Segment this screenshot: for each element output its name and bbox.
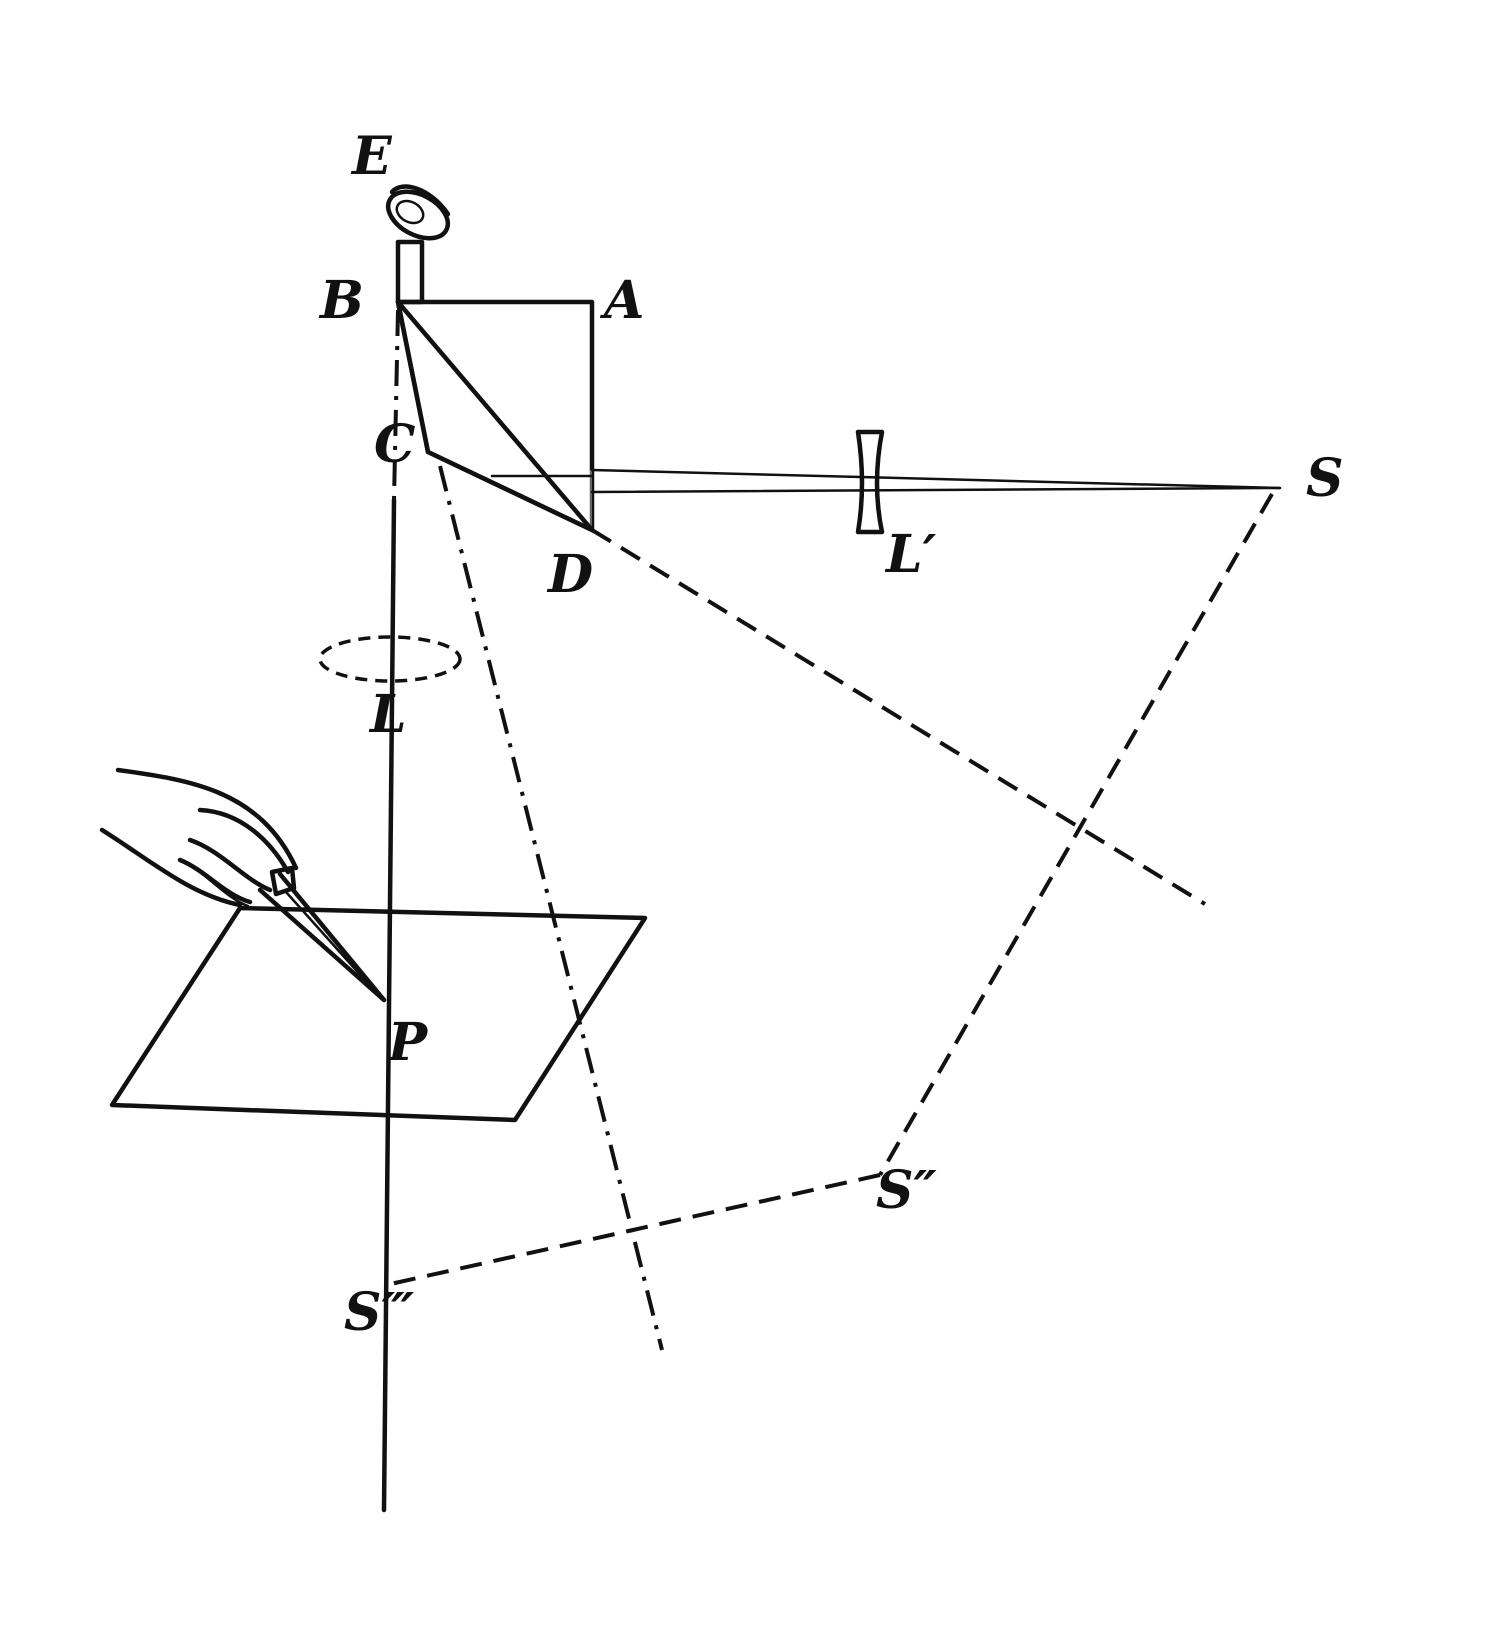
label-c: C <box>374 414 415 475</box>
prism-face-c-d <box>425 449 595 533</box>
finger-3 <box>177 857 253 905</box>
axis-dashed-upper <box>392 309 400 501</box>
prism-inner-face <box>395 299 595 533</box>
lens-l-prime-shape <box>855 429 885 535</box>
line-c-extension <box>438 465 664 1351</box>
line-s-to-s-double <box>878 493 1274 1176</box>
label-d: D <box>546 544 593 605</box>
label-e: E <box>350 126 393 187</box>
hand-back <box>115 767 299 871</box>
prism <box>395 299 595 533</box>
light-path-from-s <box>490 468 1282 494</box>
drawing-paper <box>109 905 648 1123</box>
label-s-triple: S‴ <box>344 1282 415 1343</box>
label-p: P <box>386 1012 429 1073</box>
pencil-upper-edge <box>277 871 387 1003</box>
finger-1 <box>197 807 291 875</box>
eye-icon <box>385 184 451 305</box>
construction-lines <box>385 465 1274 1351</box>
eyepiece-tube <box>395 239 425 305</box>
lens-l <box>318 635 462 683</box>
label-s: S <box>1306 448 1344 509</box>
eye-pupil <box>395 199 425 225</box>
label-l: L <box>368 684 407 745</box>
eye-lid <box>389 184 451 217</box>
finger-4 <box>198 870 250 908</box>
pencil-lower-edge <box>257 887 387 1003</box>
hand-lower <box>99 827 243 908</box>
prism-lower-band <box>488 470 592 530</box>
vertical-axis <box>381 309 400 1513</box>
axis-solid-lower <box>381 497 397 1513</box>
pencil-shine <box>284 890 374 990</box>
eye-outline <box>385 189 451 241</box>
label-b: B <box>318 270 364 331</box>
ray-lower <box>590 486 1282 494</box>
prism-face-b-c <box>395 299 431 455</box>
lens-l-prime <box>855 429 885 535</box>
line-d-extension <box>590 528 1207 906</box>
pencil-ferrule <box>269 865 297 897</box>
label-s-double: S″ <box>876 1160 937 1221</box>
hand-with-pencil-icon <box>99 767 387 1003</box>
ray-upper <box>590 468 1282 490</box>
line-s-double-to-s-triple <box>385 1173 881 1287</box>
label-l-prime: L′ <box>884 524 937 585</box>
finger-2 <box>187 837 273 893</box>
label-a: A <box>599 270 644 331</box>
